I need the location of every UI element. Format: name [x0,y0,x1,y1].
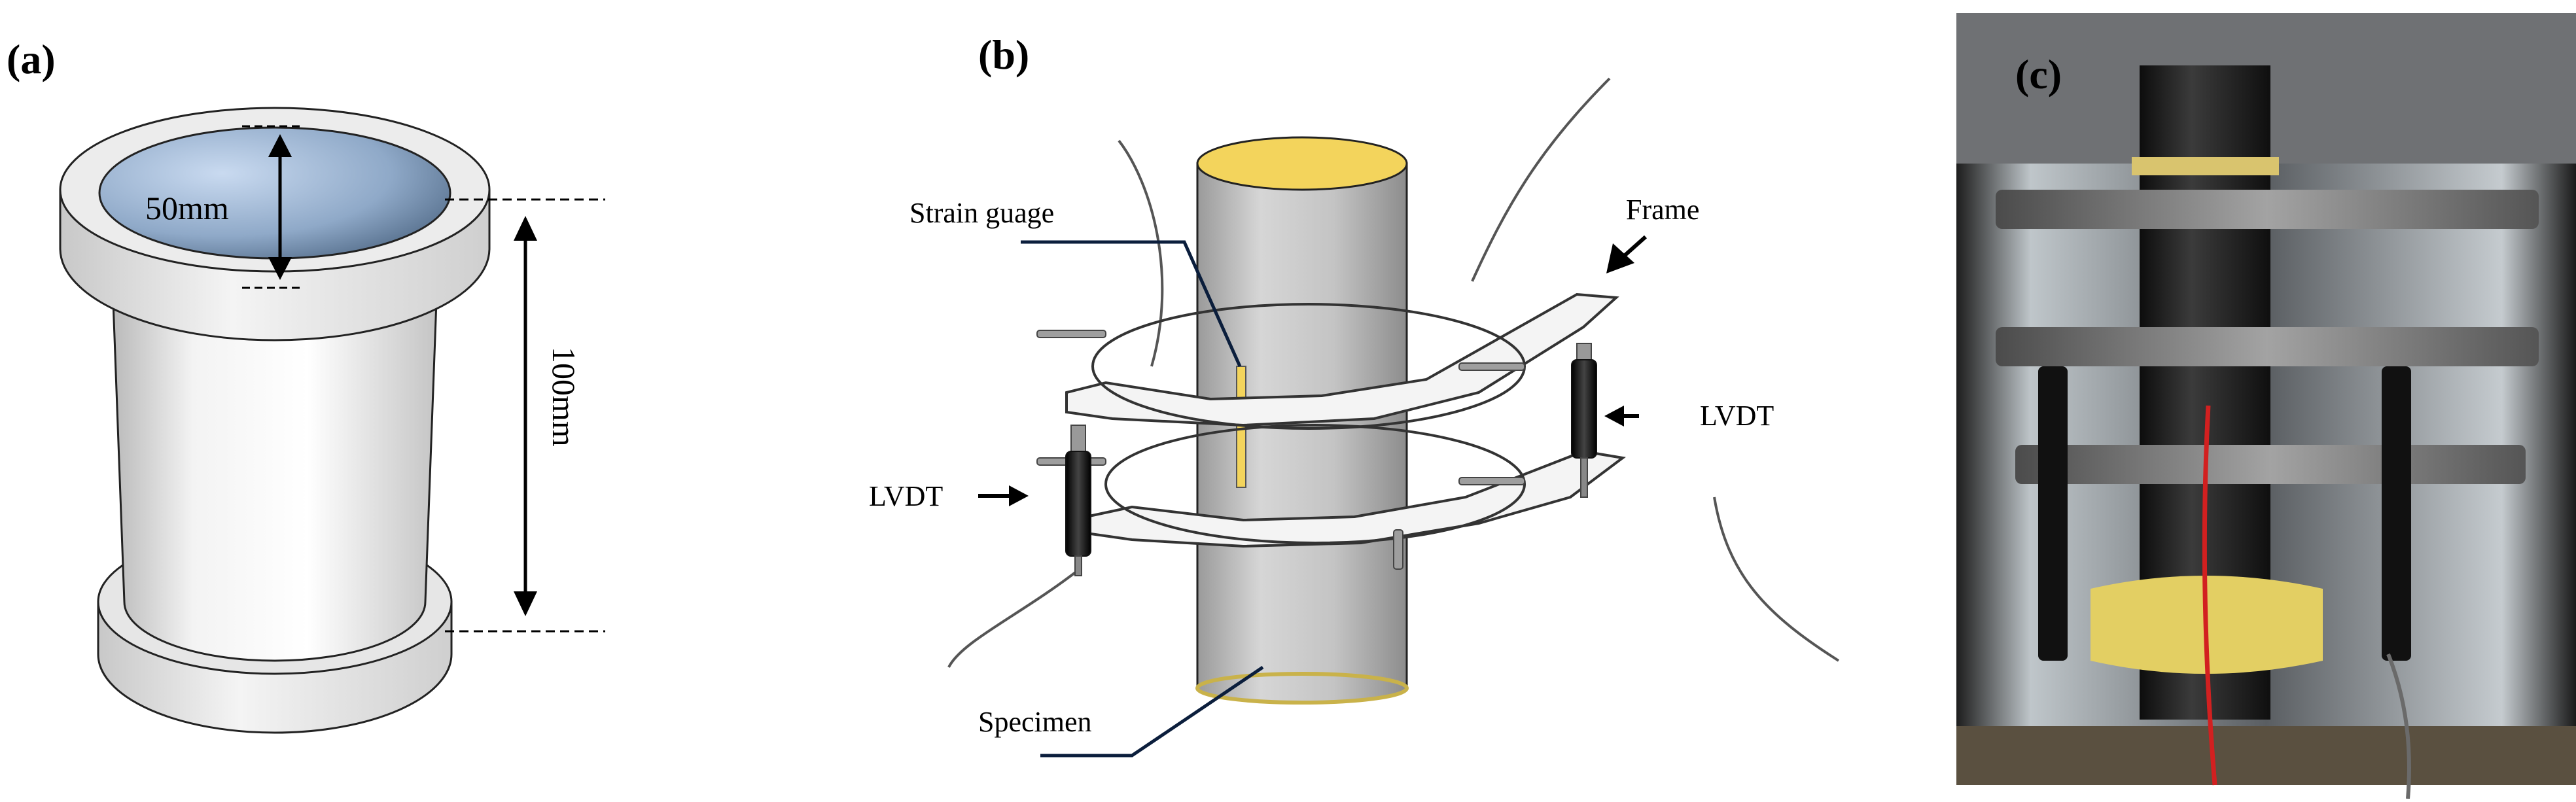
diameter-label: 50mm [145,190,229,226]
strain-gauge-label: Strain guage [909,197,1054,229]
callout-leaders [1021,240,1264,758]
photo-top-cap [2132,157,2279,175]
height-label: 100mm [546,347,582,447]
panel-a-label: (a) [7,36,56,82]
frame-arrow [1606,235,1647,273]
lvdt-left-arrow [978,485,1029,506]
specimen-cylinder [1195,136,1409,705]
lvdt-left [1065,425,1091,576]
press-bottom-platen [1956,726,2576,785]
lvdt-left-label: LVDT [869,480,943,512]
panel-b-setup-schematic: (b) [654,0,1897,799]
lvdt-right-arrow [1604,406,1639,427]
cables [947,77,1840,668]
schematic-svg: (b) [869,31,1840,758]
mold-svg: (a) 50mm 100mm [7,36,605,734]
height-dimension [445,198,605,633]
photo-clamp-ring [2015,445,2526,484]
top-flange [59,107,491,341]
specimen-label: Specimen [978,706,1092,738]
panel-b-label: (b) [978,31,1029,78]
photo-frame-lower [1996,327,2539,366]
photo-red-wire [2202,405,2217,786]
photo-frame-upper [1996,190,2539,229]
frame-label: Frame [1626,194,1699,226]
lvdt-right-label: LVDT [1700,400,1774,432]
specimen-top-cap [1196,136,1408,191]
diameter-dimension [242,125,301,289]
lvdt-right [1571,343,1597,498]
photo-svg: (c) [1956,13,2576,799]
photo-lvdt-right [2382,366,2411,661]
photo-grey-wire [2386,653,2411,799]
panel-c-label: (c) [2015,51,2062,97]
panel-c-test-photo: (c) [1956,0,2576,799]
mold-body [110,247,440,662]
panel-a-mold-drawing: (a) 50mm 100mm [0,0,654,799]
photo-lvdt-left [2038,366,2068,661]
